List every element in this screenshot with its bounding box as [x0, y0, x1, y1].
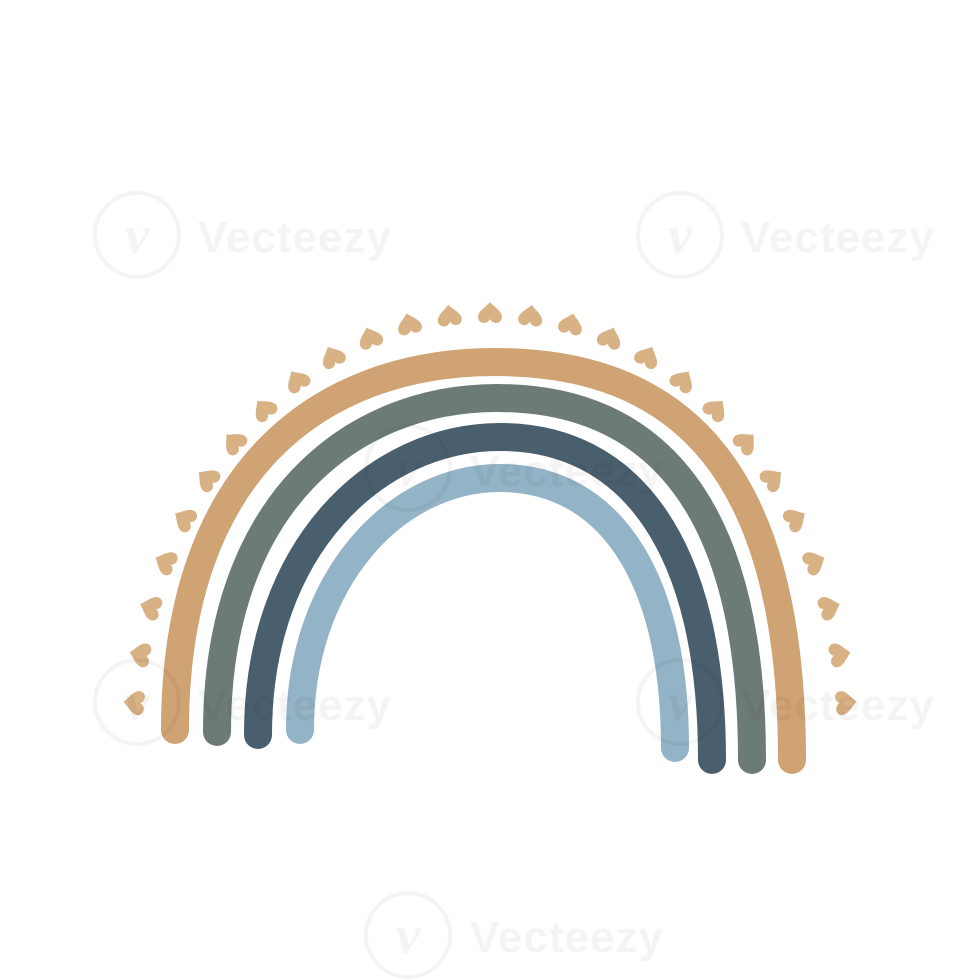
heart-icon — [828, 643, 851, 668]
heart-icon — [802, 552, 825, 576]
watermark-text: Vecteezy — [198, 681, 392, 730]
second-band — [203, 383, 766, 774]
watermark-logo-icon: v — [636, 191, 724, 279]
third-band — [244, 422, 726, 774]
heart-icon — [669, 371, 692, 394]
heart-icon — [518, 304, 543, 327]
heart-icon — [155, 552, 178, 576]
heart-icon — [437, 304, 462, 327]
watermark-text: Vecteezy — [198, 213, 392, 262]
heart-icon — [140, 597, 163, 621]
heart-icon — [398, 313, 422, 336]
heart-icon — [255, 400, 278, 423]
hearts-ring — [123, 302, 857, 716]
heart-icon — [226, 434, 248, 456]
watermark-logo-letter: v — [668, 672, 693, 732]
watermark-logo-letter: v — [125, 205, 150, 265]
heart-icon — [782, 509, 805, 533]
outer-band — [161, 347, 806, 774]
heart-icon — [175, 509, 198, 533]
heart-icon — [123, 691, 145, 716]
watermark-logo-letter: v — [125, 672, 150, 732]
watermark-logo-icon: v — [364, 891, 452, 979]
watermark-text: Vecteezy — [470, 913, 664, 962]
heart-icon — [634, 346, 657, 369]
heart-icon — [198, 470, 221, 493]
watermark-logo-icon: v — [93, 191, 181, 279]
inner-band — [286, 463, 689, 762]
heart-icon — [835, 691, 857, 716]
heart-icon — [288, 371, 311, 394]
heart-icon — [129, 643, 152, 668]
watermark-text: Vecteezy — [741, 213, 935, 262]
rainbow — [161, 347, 806, 774]
heart-icon — [359, 327, 384, 350]
heart-icon — [702, 400, 725, 423]
heart-icon — [558, 313, 582, 336]
heart-icon — [817, 597, 840, 621]
heart-icon — [732, 434, 754, 456]
watermark-logo-icon: v — [636, 658, 724, 746]
watermark-logo-icon: v — [93, 658, 181, 746]
watermark-text: Vecteezy — [470, 447, 664, 496]
watermark-logo-letter: v — [668, 205, 693, 265]
heart-icon — [323, 346, 346, 369]
heart-icon — [478, 302, 502, 323]
watermark-logo-icon: v — [364, 424, 452, 512]
watermark-text: Vecteezy — [741, 681, 935, 730]
watermark-layer: v Vecteezy v Vecteezy v Vecteezy v Vecte… — [93, 191, 935, 979]
heart-icon — [596, 327, 621, 350]
watermark-logo-letter: v — [396, 905, 421, 965]
heart-icon — [759, 470, 782, 493]
watermark-logo-letter: v — [396, 438, 421, 498]
